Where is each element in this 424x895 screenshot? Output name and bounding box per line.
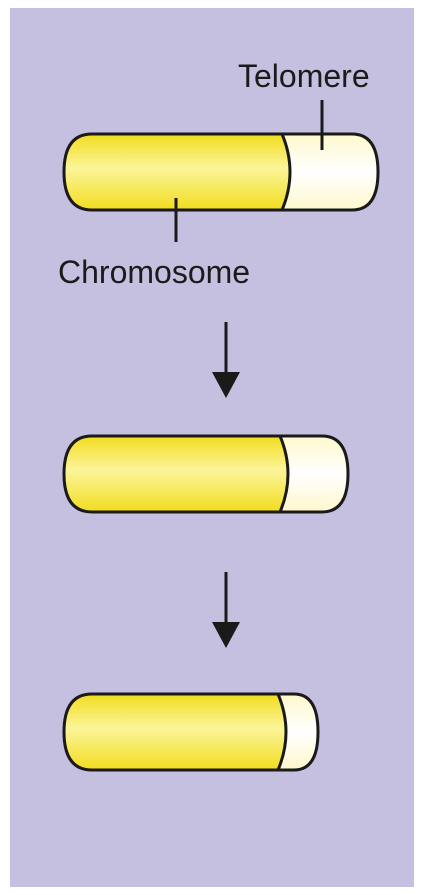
- chromosome-stage-2: [64, 436, 348, 512]
- chromosome-stage-3: [64, 694, 318, 770]
- chromosome-body-3: [64, 694, 286, 770]
- chromosome-body-2: [64, 436, 288, 512]
- chromosome-stage-1: [64, 100, 378, 242]
- chromosome-label: Chromosome: [58, 254, 250, 291]
- telomere-label: Telomere: [238, 58, 370, 95]
- arrow-down-icon: [212, 572, 240, 648]
- arrow-down-icon: [212, 322, 240, 398]
